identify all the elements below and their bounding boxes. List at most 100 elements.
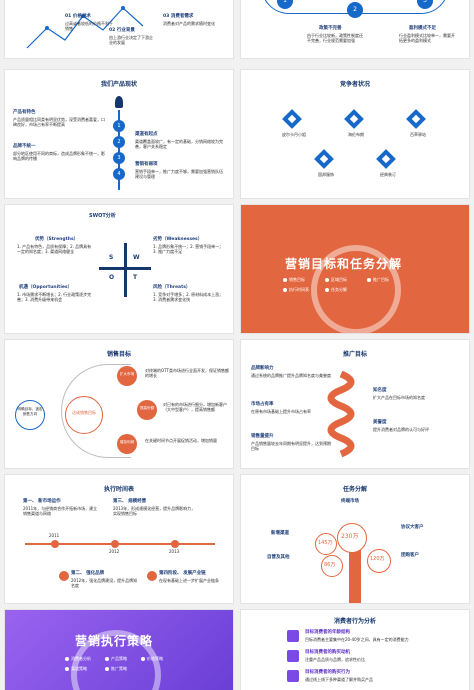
w-body: 1. 品牌形象不统一；2. 营销手段单一；3. 推广力度不足 [153,244,224,254]
chip: 执行时间表 [283,287,309,293]
center-text: 达成销售目标 [72,410,96,415]
s-curve-arrows [327,370,355,458]
bubble-label: 扩大市场 [119,372,135,376]
promo-heading: 市场占有率 [251,402,274,407]
value-circle [321,555,343,577]
slide-consumer-behavior[interactable]: 消费者行为分析 目标消费者的年龄结构 目标消费者主要集中在20-40岁之间，具有… [241,610,469,690]
promo-heading: 销售量提升 [251,434,274,439]
section-title: 营销执行策略 [75,634,154,648]
task-label: 协议大客户 [401,525,424,530]
chip: 消费者分析 [65,656,91,662]
slide-sales-target[interactable]: 销售目标 明确目标，锁定销售方向 达成销售目标 扩大市场 提高份额 增加利润 对… [5,340,233,468]
year-dot [171,540,179,548]
slide-task-breakdown[interactable]: 任务分解 230万 145万 120万 86万 终端市场 协议大客户 团购客户 … [241,475,469,603]
item-desc: 过高或者较低的价格不利于销售 [65,21,113,31]
slide-factors[interactable]: 01 价格战术 过高或者较低的价格不利于销售 02 行业背景 由上游行业决定了下… [5,0,233,58]
bubble-label: 增加利润 [119,440,135,444]
chip: 销售目标 [283,277,305,283]
phase-body: 2012年，强化品牌建设，提升品牌知名度 [71,578,138,588]
slide-title: 推广目标 [342,351,367,358]
col-title: 政策不完善 [319,26,342,31]
o-heading: 机遇（Opportunities） [19,285,73,290]
item-desc: 由上游行业决定了下游企业的发展 [109,35,153,45]
col-title: 盈利模式不足 [409,26,436,31]
slide-competitors[interactable]: 竞争者状况 皮尔卡丹小姐 海伦布朗 百草驿站 国邦服饰 经典装订 [241,70,469,198]
year-dot [51,540,59,548]
w-heading: 劣势（Weaknesses） [153,237,203,242]
letter-o: O [109,274,115,281]
chip: 任务分解 [325,287,347,293]
value-circle [315,533,337,555]
right-heading: 渠道有起点 [135,132,158,137]
node-4: 4 [113,168,125,180]
promo-heading: 品牌影响力 [251,366,274,371]
phase-icon [59,571,69,581]
slide-swot[interactable]: SWOT分析 S W O T 优势（Strengths） 1. 产品有特色，品质… [5,205,233,333]
slide-problems[interactable]: 1 2 3 政策不完善 由于行业比较新，政策性制度还不完善，行业规范需要加强 盈… [241,0,469,58]
behavior-body: 目标消费者主要集中在20-40岁之间，具有一定的消费能力 [305,637,409,642]
left-badge [15,400,45,430]
slide-product-status[interactable]: 我们产品现状 1 2 3 4 产品有特色 产品质量相比同类有明显优势，深受消费者… [5,70,233,198]
left-heading: 产品有特色 [13,110,36,115]
slide-title: 销售目标 [106,351,131,358]
item-title: 消费者需求 [170,14,194,19]
node-1: 1 [113,120,125,132]
item-num: 03 [163,14,170,19]
slide-title: 执行时间表 [103,486,134,493]
o-body: 1. 市场需求不断增长；2. 行业政策逐步完善；3. 消费升级带来机会 [17,292,92,302]
timeline-line [118,110,120,190]
value-text: 86万 [324,562,336,568]
competitor-label: 海伦布朗 [348,132,364,137]
bubble [117,366,137,386]
letter-t: T [133,274,138,281]
phase-icon [147,571,157,581]
node-2: 2 [113,136,125,148]
promo-body: 提升消费者对品牌的认可与好评 [373,427,429,432]
bubble [117,434,137,454]
competitor-label: 国邦服饰 [318,172,334,177]
item-num: 02 [109,28,116,33]
slide-promotion-target[interactable]: 推广目标 品牌影响力 通过系统的品牌推广提升品牌知名度与美誉度 知名度 扩大产品… [241,340,469,468]
target-row: 在关键时间节点开展促销活动，增加销量 [145,438,217,443]
step-1: 1 [277,0,293,9]
center-badge [65,396,103,434]
slide-title: 我们产品现状 [100,81,137,88]
right-heading: 营销有弱项 [135,162,158,167]
left-body: 部分地区使用不同的商标，造成品牌形象不统一，影响品牌的传播 [13,151,105,161]
phase-body: 在现有基础上进一步扩展产业链条 [159,578,219,583]
t-body: 1. 竞争对手增多；2. 原材料成本上涨；3. 消费者需求变化快 [153,292,224,302]
item-title: 行业背景 [116,28,135,33]
bubble [137,400,157,420]
year-dot [111,540,119,548]
promo-heading: 知名度 [373,388,387,393]
section-title: 营销目标和任务分解 [285,257,403,271]
chip: 推广目标 [367,277,389,283]
decorative-number [311,245,401,333]
behavior-body: 通过线上线下多种渠道了解并购买产品 [305,677,373,682]
target-row: 对已有的市场进行细分，增加新客户（大中型客户），提高销售额 [163,402,227,412]
value-circle [367,549,391,573]
letter-w: W [133,254,140,261]
item-desc: 消费者对产品的需求随时变化 [163,21,215,26]
slide-section-execution-strategy[interactable]: 营销执行策略 消费者分析 产品策略 价格策略 渠道策略 推广策略 [5,610,233,690]
chip: 渠道策略 [65,666,87,672]
rocket-icon [115,96,123,108]
consumer-icon [287,630,299,642]
slide-section-marketing-goals[interactable]: 营销目标和任务分解 销售目标 区域目标 推广目标 执行时间表 任务分解 [241,205,469,333]
slide-execution-timeline[interactable]: 执行时间表 2011 2012 2013 第一、 新市场运作 2011年，与经销… [5,475,233,603]
phase-heading: 第三、 规模经营 [113,499,147,504]
year-label: 2012 [109,549,120,554]
year-label: 2013 [169,549,180,554]
behavior-heading: 目标消费者的年龄结构 [305,630,350,635]
slide-title: 任务分解 [342,486,367,493]
col-desc: 由于行业比较新，政策性制度还不完善，行业规范需要加强 [307,33,363,43]
promo-body: 通过系统的品牌推广提升品牌知名度与美誉度 [251,373,331,378]
chip: 区域目标 [325,277,347,283]
task-label: 终端市场 [341,499,359,504]
col-desc: 行业盈利模式比较单一，需要开拓更多的盈利模式 [399,33,455,43]
competitor-label: 百草驿站 [410,132,426,137]
tree-trunk [349,537,361,603]
year-label: 2011 [49,533,60,538]
behavior-heading: 目标消费者的购买行为 [305,670,350,675]
competitor-label: 经典装订 [380,172,396,177]
